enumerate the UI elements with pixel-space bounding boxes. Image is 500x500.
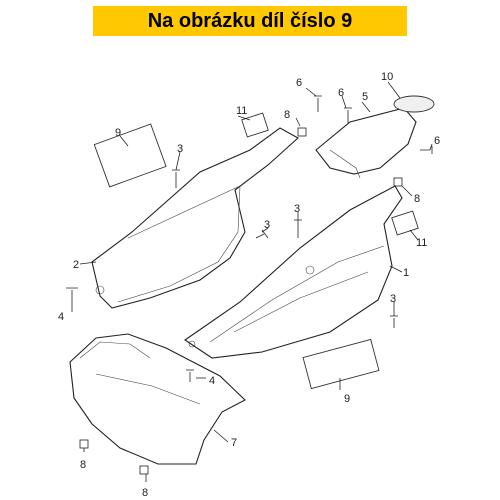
callout-numbers: 1 2 3 3 3 3 4 4 5 6 6 6 7 8 8 8 8 9 9 10…	[58, 71, 440, 499]
callout-11a: 11	[236, 105, 247, 117]
callout-8a: 8	[284, 109, 290, 121]
callout-8d: 8	[142, 487, 148, 499]
callout-11b: 11	[416, 237, 427, 249]
callout-3b: 3	[264, 219, 270, 231]
fastener-screws	[66, 95, 433, 475]
callout-9a: 9	[115, 127, 121, 139]
part-9-decal-upper	[93, 123, 167, 188]
leader-lines	[71, 81, 433, 482]
callout-3d: 3	[390, 293, 396, 305]
callout-8b: 8	[414, 193, 420, 205]
callout-5: 5	[362, 91, 368, 103]
callout-3a: 3	[177, 143, 183, 155]
part-2-left-frame-cover	[91, 127, 299, 309]
callout-4b: 4	[209, 375, 215, 387]
title-banner: Na obrázku díl číslo 9	[93, 6, 407, 36]
part-11-decal-right	[391, 210, 419, 236]
callout-4a: 4	[58, 311, 64, 323]
part-5-upper-piece	[315, 107, 417, 179]
callout-10: 10	[381, 71, 393, 83]
part-1-right-side-cover	[184, 185, 403, 359]
callout-8c: 8	[80, 459, 86, 471]
callout-6c: 6	[434, 135, 440, 147]
callout-1: 1	[403, 267, 409, 279]
callout-7: 7	[231, 437, 237, 449]
part-9-decal-lower	[302, 338, 380, 390]
callout-6a: 6	[296, 77, 302, 89]
callout-6b: 6	[338, 87, 344, 99]
part-11-decal-upper	[241, 112, 269, 138]
part-10-oval-decal	[393, 95, 435, 113]
callout-9b: 9	[344, 393, 350, 405]
part-7-lower-cover	[69, 333, 246, 465]
callout-2: 2	[73, 259, 79, 271]
callout-3c: 3	[294, 203, 300, 215]
